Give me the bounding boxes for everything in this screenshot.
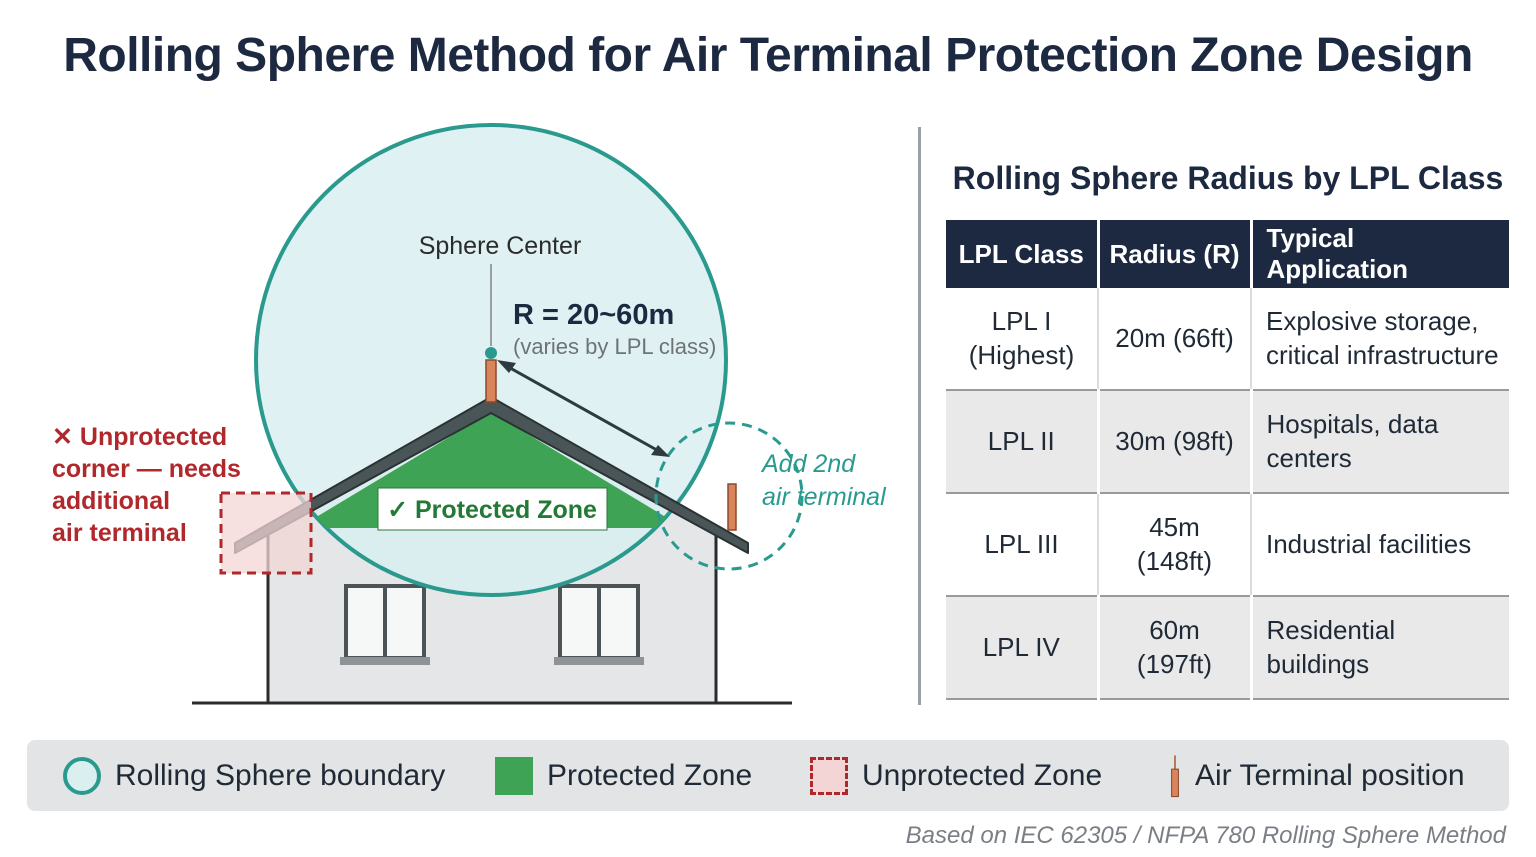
lpl-radius-table: LPL Class Radius (R) Typical Application… [946, 220, 1509, 700]
svg-text:corner — needs: corner — needs [52, 455, 241, 483]
svg-text:additional: additional [52, 487, 170, 515]
protected-zone-label-box [377, 487, 608, 531]
header-radius: Radius (R) [1098, 220, 1253, 288]
legend-item-terminal: Air Terminal position [1169, 740, 1465, 811]
svg-text:Add 2nd: Add 2nd [760, 450, 856, 478]
cell-radius: 30m (98ft) [1098, 390, 1253, 494]
sphere-center-label: Sphere Center [419, 232, 582, 260]
page-title: Rolling Sphere Method for Air Terminal P… [63, 29, 1473, 82]
vertical-divider [918, 127, 921, 705]
cell-lpl-class: LPL I(Highest) [946, 288, 1099, 391]
unprotected-zone-box [219, 491, 313, 575]
right-window [554, 584, 644, 665]
table-title: Rolling Sphere Radius by LPL Class [952, 160, 1504, 196]
svg-text:air terminal: air terminal [762, 483, 887, 511]
table-row: LPL III 45m(148ft) Industrial facilities [946, 493, 1509, 597]
cell-radius: 60m(197ft) [1098, 596, 1253, 700]
cell-lpl-class: LPL III [946, 493, 1099, 597]
radius-arrow [502, 362, 665, 456]
sphere-boundary-icon [63, 756, 101, 795]
cell-application: Industrial facilities [1251, 493, 1509, 597]
radius-arrowhead-end [651, 445, 670, 457]
legend-item-unprotected: Unprotected Zone [810, 740, 1102, 811]
unprotected-zone-swatch-icon [810, 756, 848, 795]
legend-item-sphere: Rolling Sphere boundary [63, 740, 445, 811]
table-header-row: LPL Class Radius (R) Typical Application [946, 220, 1509, 288]
protected-zone-label: ✓ Protected Zone [387, 496, 597, 524]
protected-zone-swatch-icon [495, 756, 533, 795]
header-application: Typical Application [1251, 220, 1509, 288]
second-terminal-zone [654, 421, 804, 571]
cell-radius: 45m(148ft) [1098, 493, 1252, 597]
sphere-center-dot [485, 347, 497, 359]
cell-lpl-class: LPL IV [946, 596, 1100, 700]
source-footnote: Based on IEC 62305 / NFPA 780 Rolling Sp… [905, 822, 1506, 849]
air-terminal-top [485, 359, 497, 403]
radius-note: (varies by LPL class) [513, 334, 716, 359]
header-lpl-class: LPL Class [946, 220, 1100, 288]
left-window [340, 584, 430, 665]
air-terminal-second [727, 483, 737, 531]
add-terminal-note: Add 2nd air terminal [760, 450, 887, 511]
radius-arrowhead-start [497, 360, 516, 373]
legend-item-protected: Protected Zone [495, 740, 752, 811]
svg-text:✕ Unprotected: ✕ Unprotected [52, 423, 227, 451]
unprotected-note: ✕ Unprotected corner — needs additional … [52, 423, 241, 547]
cell-lpl-class: LPL II [946, 390, 1100, 494]
rolling-sphere-diagram: Sphere Center R = 20~60m (varies by LPL … [52, 123, 887, 705]
legend-bar: Rolling Sphere boundary Protected Zone U… [27, 740, 1509, 811]
table-row: LPL I(Highest) 20m (66ft) Explosive stor… [946, 288, 1509, 391]
air-terminal-icon [1171, 754, 1179, 797]
cell-radius: 20m (66ft) [1098, 288, 1252, 391]
radius-label: R = 20~60m [513, 299, 674, 331]
cell-application: Explosive storage,critical infrastructur… [1251, 288, 1509, 391]
svg-text:air terminal: air terminal [52, 519, 187, 547]
